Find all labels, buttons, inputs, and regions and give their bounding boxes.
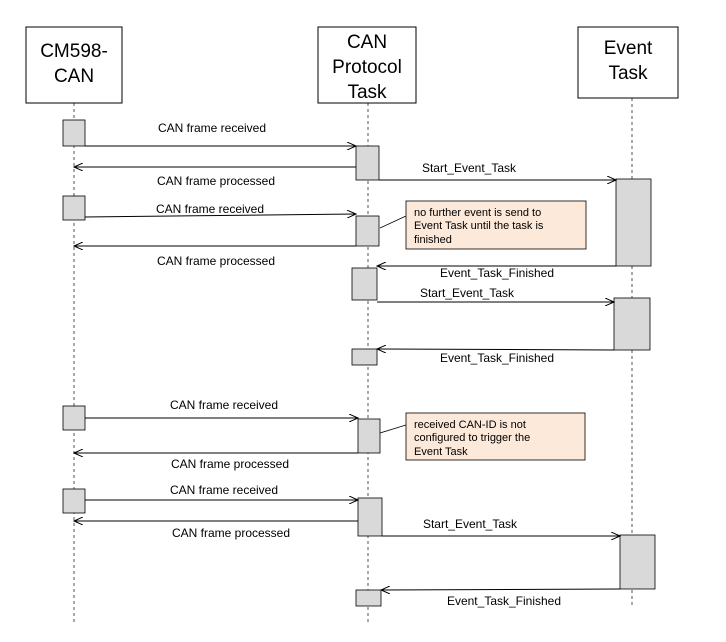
message-can-frame-received: CAN frame received — [85, 483, 358, 500]
activation-can — [355, 215, 380, 247]
message-label: Event_Task_Finished — [447, 594, 561, 608]
message-can-frame-received: CAN frame received — [84, 202, 356, 217]
activation-cm598 — [62, 119, 86, 147]
message-event-task-finished: Event_Task_Finished — [381, 589, 621, 608]
actor-event-title-line-1: Event — [604, 38, 653, 59]
note-line: received CAN-ID is not — [414, 419, 526, 431]
message-start-event-task: Start_Event_Task — [379, 161, 616, 180]
note-line: Event Task until the task is — [414, 220, 544, 232]
actor-cm598-title-line-2: CAN — [54, 66, 94, 87]
actor-event-title-line-2: Task — [608, 63, 648, 84]
actor-can-title-line-2: Protocol — [332, 57, 402, 78]
message-label: Start_Event_Task — [420, 286, 515, 300]
message-label: CAN frame processed — [171, 457, 289, 471]
activation-can — [355, 589, 382, 607]
note-line: Event Task — [414, 446, 468, 458]
message-label: CAN frame processed — [172, 526, 290, 540]
message-can-frame-processed: CAN frame processed — [74, 167, 356, 188]
activation-can — [351, 267, 378, 301]
activation-can — [357, 418, 381, 454]
actor-cm598: CM598- CAN — [25, 26, 123, 104]
message-can-frame-processed: CAN frame processed — [74, 521, 358, 540]
message-event-task-finished: Event_Task_Finished — [377, 349, 615, 365]
message-label: CAN frame processed — [157, 174, 275, 188]
activation-can — [357, 497, 383, 537]
message-label: Event_Task_Finished — [440, 266, 554, 280]
message-event-task-finished: Event_Task_Finished — [377, 266, 616, 280]
note-line: finished — [414, 234, 452, 246]
message-start-event-task: Start_Event_Task — [377, 286, 614, 302]
activation-cm598 — [62, 488, 86, 514]
note-line: no further event is send to — [414, 207, 541, 219]
note-can-id-not-configured: received CAN-ID is not configured to tri… — [379, 412, 586, 461]
actor-cm598-title-line-1: CM598- — [40, 41, 108, 62]
actor-can-title-line-3: Task — [347, 82, 387, 103]
message-can-frame-processed: CAN frame processed — [74, 453, 358, 471]
activation-event — [619, 534, 656, 590]
actor-event-task: Event Task — [577, 26, 679, 99]
message-label: CAN frame received — [170, 483, 278, 497]
message-label: CAN frame received — [170, 398, 278, 412]
message-label: Start_Event_Task — [422, 161, 517, 175]
message-can-frame-received: CAN frame received — [85, 121, 356, 146]
activation-cm598 — [62, 195, 86, 221]
message-can-frame-processed: CAN frame processed — [74, 246, 356, 268]
activation-event — [615, 178, 652, 267]
message-can-frame-received: CAN frame received — [85, 398, 358, 418]
message-label: CAN frame processed — [157, 254, 275, 268]
note-no-further-event: no further event is send to Event Task u… — [379, 200, 587, 250]
message-label: CAN frame received — [158, 121, 266, 135]
activation-event — [613, 297, 651, 351]
message-label: Event_Task_Finished — [440, 351, 554, 365]
message-label: Start_Event_Task — [423, 517, 518, 531]
actor-can-title-line-1: CAN — [347, 32, 387, 53]
message-label: CAN frame received — [156, 202, 264, 216]
message-start-event-task: Start_Event_Task — [382, 517, 620, 536]
actor-can-protocol-task: CAN Protocol Task — [317, 26, 417, 104]
activation-can — [355, 145, 380, 181]
activation-cm598 — [62, 405, 86, 431]
note-line: configured to trigger the — [414, 432, 530, 444]
activation-can — [351, 348, 378, 366]
